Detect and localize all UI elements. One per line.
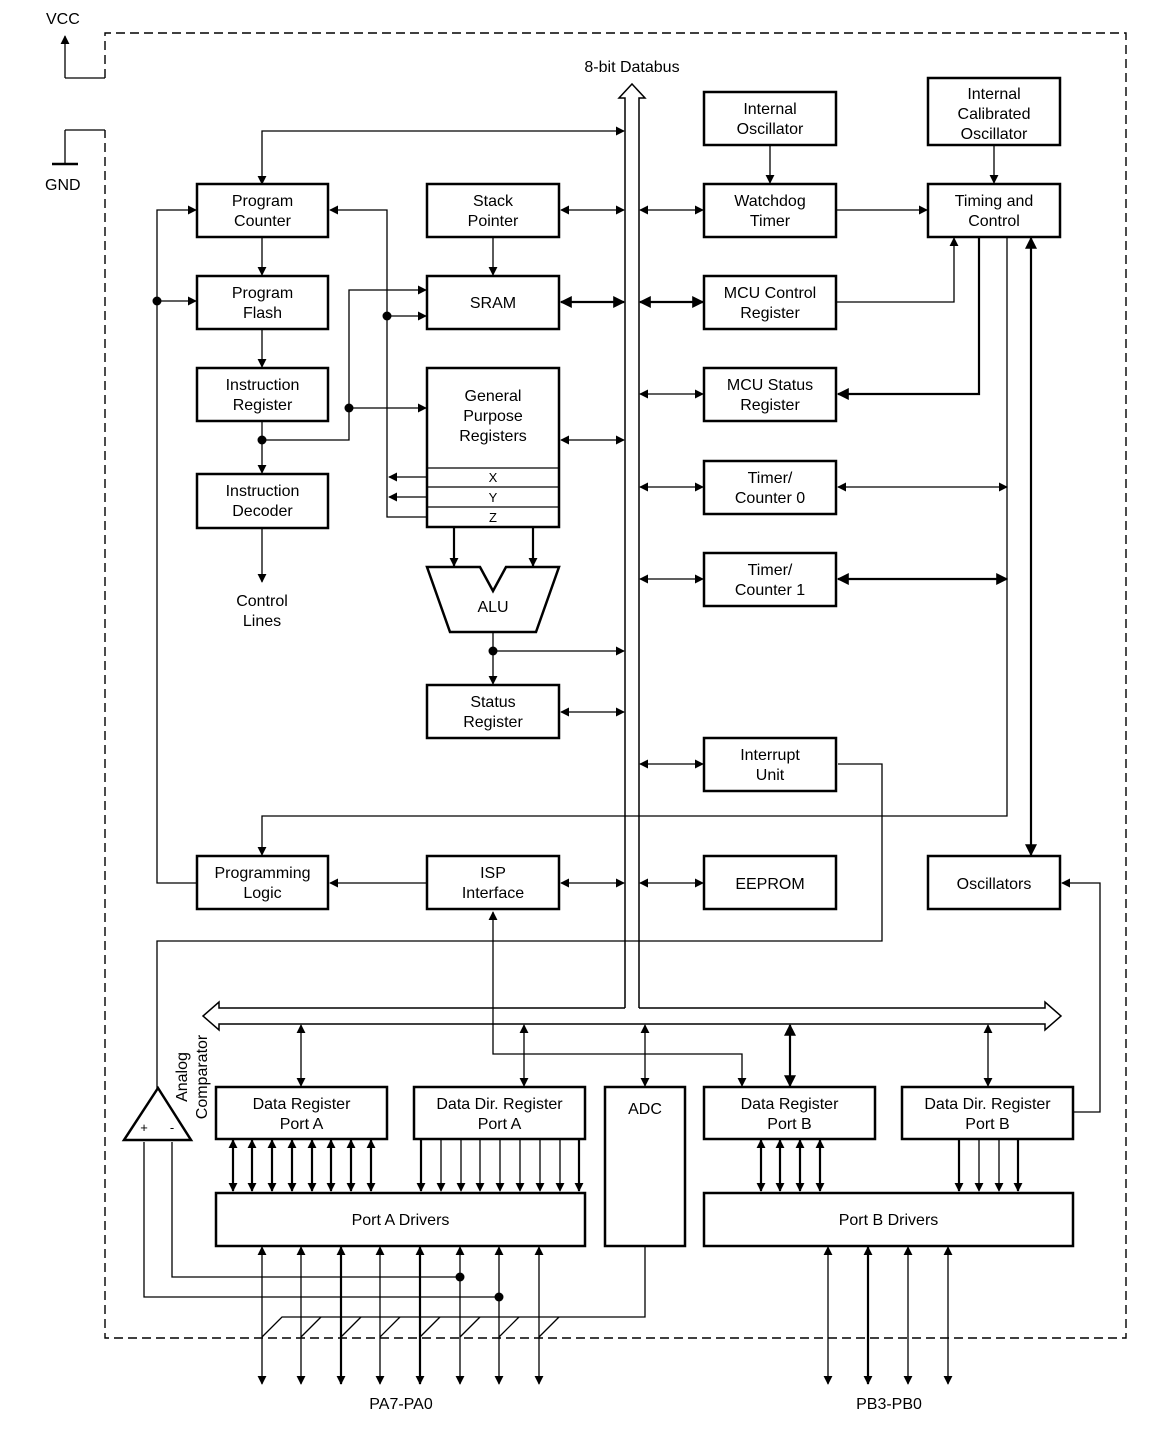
comparator-plus: +: [140, 1120, 148, 1135]
svg-text:Timer/Counter 1: Timer/Counter 1: [735, 562, 805, 599]
block-port-a-drivers: Port A Drivers: [214, 1191, 587, 1248]
svg-text:ALU: ALU: [477, 599, 508, 616]
vcc-label: VCC: [46, 11, 80, 28]
port-b-pins-label: PB3-PB0: [856, 1396, 922, 1413]
svg-text:SRAM: SRAM: [470, 295, 516, 312]
register-x: X: [489, 470, 498, 485]
vcc-pin: VCC: [46, 11, 105, 79]
register-y: Y: [489, 490, 498, 505]
block-port-b-drivers: Port B Drivers: [702, 1191, 1075, 1248]
svg-text:ADC: ADC: [628, 1101, 662, 1118]
register-z: Z: [489, 510, 497, 525]
svg-text:Timer/Counter 0: Timer/Counter 0: [735, 470, 805, 507]
databus-label: 8-bit Databus: [584, 59, 679, 76]
block-timer-counter-0: Timer/Counter 0: [702, 459, 838, 516]
svg-text:Oscillators: Oscillators: [957, 876, 1032, 893]
block-sram: SRAM: [425, 274, 561, 331]
connections: [143, 126, 1101, 1385]
comparator-minus: -: [170, 1120, 174, 1135]
block-timer-counter-1: Timer/Counter 1: [702, 551, 838, 608]
svg-text:Port A Drivers: Port A Drivers: [352, 1212, 450, 1229]
block-eeprom: EEPROM: [702, 854, 838, 911]
svg-text:EEPROM: EEPROM: [735, 876, 804, 893]
gnd-label: GND: [45, 177, 81, 194]
block-alu: ALU: [425, 565, 561, 634]
block-adc: ADC: [603, 1085, 687, 1248]
port-a-pins-label: PA7-PA0: [369, 1396, 433, 1413]
svg-text:Port B Drivers: Port B Drivers: [839, 1212, 939, 1229]
block-oscillators: Oscillators: [926, 854, 1062, 911]
databus: 8-bit Databus: [201, 59, 1063, 1032]
gnd-pin: GND: [45, 129, 105, 194]
